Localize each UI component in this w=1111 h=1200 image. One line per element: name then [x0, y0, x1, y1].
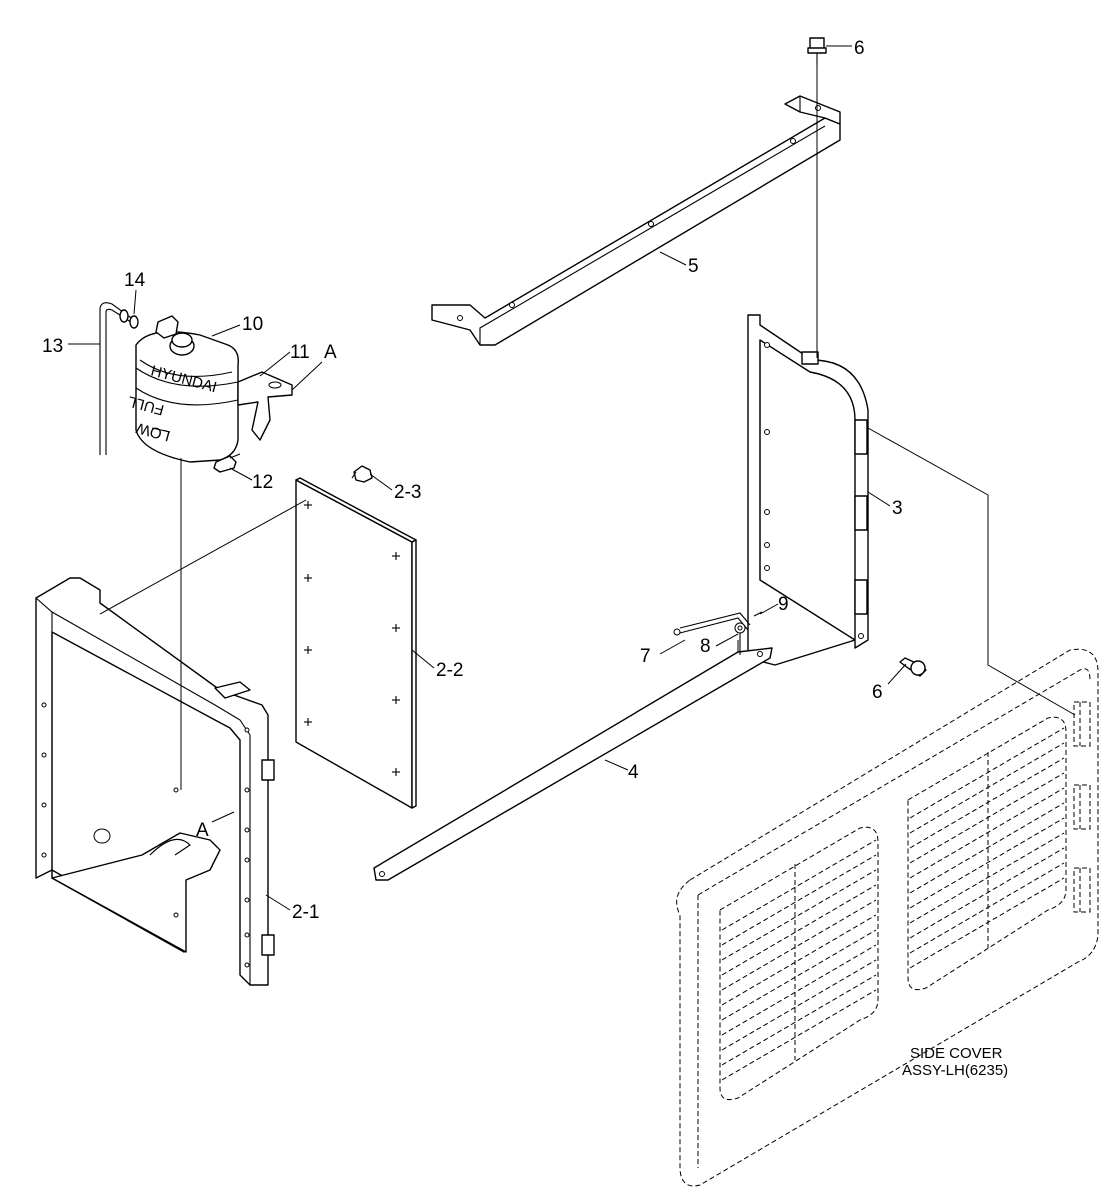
callout-6-top: 6: [854, 38, 865, 59]
bolt-part-6-top: [807, 37, 827, 65]
side-cover-note-line1: SIDE COVER: [910, 1045, 1003, 1062]
callout-9: 9: [778, 594, 789, 615]
callout-11: 11: [290, 342, 310, 363]
callout-a-bottom: A: [196, 820, 209, 841]
callout-2-2: 2-2: [436, 660, 463, 681]
lower-bar-part-4: [373, 647, 773, 881]
rod-washer-pin-parts-7-8-9: [673, 611, 763, 655]
hose-part-13: [99, 302, 135, 455]
callout-2-3: 2-3: [394, 482, 421, 503]
callout-12: 12: [252, 472, 273, 493]
bolt-part-6-bottom: [899, 657, 927, 677]
callout-8: 8: [700, 636, 711, 657]
callout-4: 4: [628, 762, 639, 783]
side-cover-note: SIDE COVER ASSY-LH(6235): [902, 1045, 1008, 1079]
callout-leaders: [68, 45, 907, 911]
side-cover-assembly: [676, 648, 1099, 1187]
callout-labels: 6 5 3 2-3 2-2 2-1 4 7 8 9 6 10 11 A 12 1…: [42, 38, 903, 923]
upper-bracket-part-5: [431, 95, 841, 346]
panel-part-2-2: [295, 477, 417, 809]
callout-3: 3: [892, 498, 903, 519]
right-frame-part-3: [747, 314, 869, 666]
callout-5: 5: [688, 256, 699, 277]
callout-10: 10: [242, 314, 263, 335]
screw-part-2-3: [351, 465, 373, 483]
callout-a-top: A: [324, 342, 337, 363]
alignment-lines: [99, 65, 1076, 790]
callout-14: 14: [124, 270, 146, 291]
callout-13: 13: [42, 336, 63, 357]
clamp-part-14: [119, 309, 139, 329]
callout-7: 7: [640, 646, 651, 667]
side-cover-note-line2: ASSY-LH(6235): [902, 1062, 1008, 1079]
reservoir-tank-part-10: HYUNDAI FULL LOW: [126, 315, 239, 463]
tank-bracket-part-11: [237, 371, 293, 441]
left-frame-part-2-1: [35, 577, 275, 986]
callout-2-1: 2-1: [292, 902, 319, 923]
callout-6-bottom: 6: [872, 682, 883, 703]
